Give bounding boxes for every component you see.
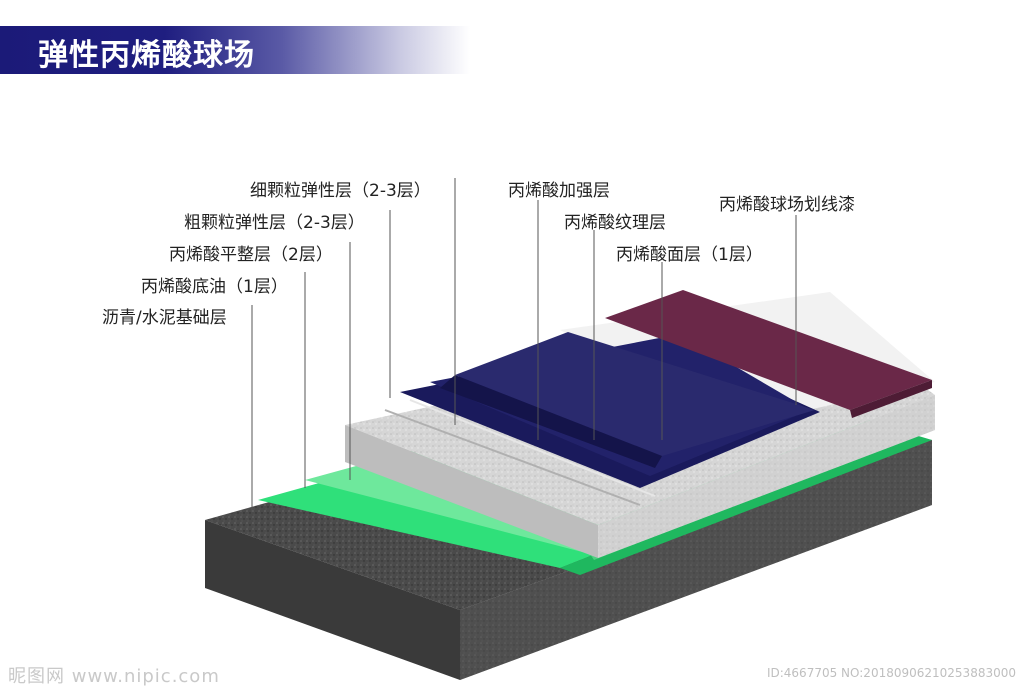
label-texture: 丙烯酸纹理层 bbox=[564, 213, 666, 233]
base-layer-front bbox=[205, 520, 460, 680]
label-surface: 丙烯酸面层（1层） bbox=[616, 245, 763, 265]
label-line-paint: 丙烯酸球场划线漆 bbox=[719, 195, 855, 215]
court-red-layer bbox=[605, 290, 932, 410]
label-primer: 丙烯酸底油（1层） bbox=[141, 277, 288, 297]
watermark-left: 昵图网 www.nipic.com bbox=[8, 666, 220, 687]
title-banner bbox=[0, 26, 470, 74]
label-reinforce: 丙烯酸加强层 bbox=[508, 181, 610, 201]
label-base: 沥青/水泥基础层 bbox=[102, 308, 227, 328]
page-title: 弹性丙烯酸球场 bbox=[38, 38, 255, 73]
label-coarse-elastic: 粗颗粒弹性层（2-3层） bbox=[184, 213, 365, 233]
elastic-layer-front bbox=[345, 425, 598, 558]
surface-layer bbox=[455, 332, 815, 456]
watermark-right: ID:4667705 NO:20180906210253883000 bbox=[766, 666, 1016, 680]
label-fine-elastic: 细颗粒弹性层（2-3层） bbox=[250, 181, 431, 201]
label-leveling: 丙烯酸平整层（2层） bbox=[169, 245, 333, 265]
